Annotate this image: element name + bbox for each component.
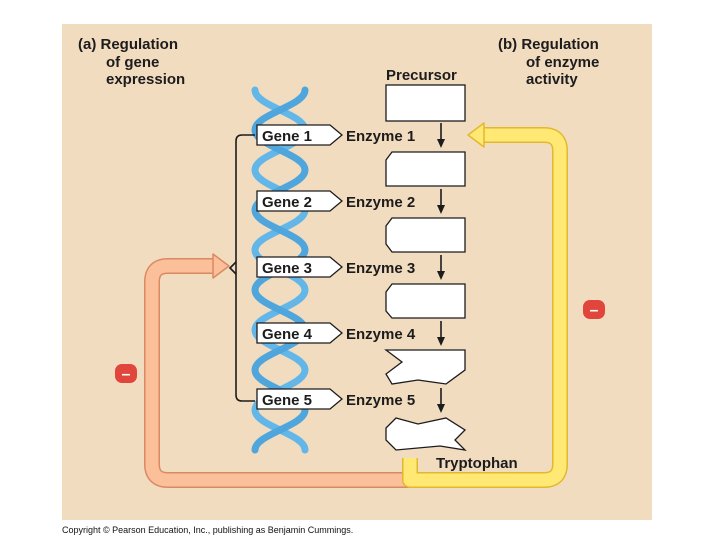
precursor-label: Precursor: [386, 67, 457, 84]
tryptophan-molecule: [385, 417, 467, 451]
minus-sign: –: [590, 302, 599, 319]
gene-box: [256, 256, 344, 278]
enzyme-label: Enzyme 5: [346, 392, 415, 409]
intermediate-molecule: [385, 151, 466, 187]
down-arrow-icon: [437, 189, 445, 214]
heading-line: (a) Regulation: [78, 36, 178, 53]
down-arrow-icon: [437, 321, 445, 346]
enzyme-label: Enzyme 4: [346, 326, 416, 343]
intermediate-molecule: [385, 283, 466, 319]
gene-row: Gene 5: [256, 388, 344, 410]
down-arrow-icon: [437, 123, 445, 148]
regulation-of-gene-expression-heading: (a) Regulation of gene expression: [78, 36, 185, 88]
gene-label: Gene 3: [262, 260, 312, 277]
gene-list: Gene 1 Gene 2 Gene 3 Gene 4 Gene 5: [256, 124, 344, 410]
bracket-point: [228, 261, 237, 275]
pathway-step-arrows: [437, 123, 445, 413]
heading-line: of gene: [106, 54, 159, 71]
gene-row: Gene 4: [256, 322, 344, 344]
gene-box: [256, 190, 344, 212]
gene-row: Gene 3: [256, 256, 344, 278]
down-arrow-icon: [437, 255, 445, 280]
gene-label: Gene 4: [262, 326, 313, 343]
enzyme-label: Enzyme 3: [346, 260, 415, 277]
gene-feedback-arrowhead: [212, 253, 230, 279]
metabolic-pathway: [384, 84, 467, 451]
enzyme-label: Enzyme 1: [346, 128, 415, 145]
gene-box: [256, 388, 344, 410]
gene-row: Gene 2: [256, 190, 344, 212]
copyright-notice: Copyright © Pearson Education, Inc., pub…: [62, 525, 353, 535]
gene-label: Gene 5: [262, 392, 312, 409]
gene-label: Gene 2: [262, 194, 312, 211]
gene-row: Gene 1: [256, 124, 344, 146]
enzyme-feedback-arrow: [403, 128, 567, 487]
precursor-molecule: [385, 84, 466, 122]
regulation-of-enzyme-activity-heading: (b) Regulation of enzyme activity: [498, 36, 599, 88]
gene-feedback-arrow: [145, 259, 417, 487]
heading-line: expression: [106, 71, 185, 88]
heading-line: activity: [526, 71, 578, 88]
down-arrow-icon: [437, 388, 445, 413]
minus-sign: –: [122, 366, 131, 383]
enzyme-label: Enzyme 2: [346, 194, 415, 211]
gene-inhibition-badge: –: [115, 364, 137, 383]
tryptophan-label: Tryptophan: [436, 455, 518, 472]
intermediate-molecule: [384, 349, 466, 385]
enzyme-feedback-arrowhead: [467, 122, 485, 148]
intermediate-molecule: [385, 217, 466, 253]
gene-box: [256, 322, 344, 344]
enzyme-list: Enzyme 1 Enzyme 2 Enzyme 3 Enzyme 4 Enzy…: [346, 128, 416, 409]
heading-line: of enzyme: [526, 54, 599, 71]
enzyme-inhibition-badge: –: [583, 300, 605, 319]
gene-box: [256, 124, 344, 146]
gene-bracket: [235, 134, 255, 402]
gene-label: Gene 1: [262, 128, 312, 145]
heading-line: (b) Regulation: [498, 36, 599, 53]
